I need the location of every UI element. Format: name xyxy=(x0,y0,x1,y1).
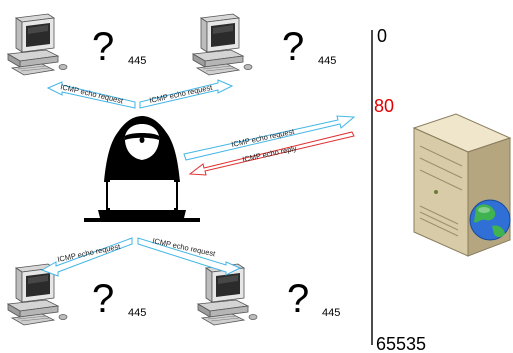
globe-icon xyxy=(469,199,511,241)
arrow-request-to-server xyxy=(183,115,356,161)
message-top-right: ICMP echo request xyxy=(149,83,214,105)
unknown-port-label: ? xyxy=(92,25,114,69)
unknown-port-label: ? xyxy=(282,25,304,69)
arrow-top-left xyxy=(46,81,136,109)
computer-icon xyxy=(7,13,68,76)
port-number: 445 xyxy=(322,307,340,319)
arrow-bottom-left xyxy=(40,237,133,277)
port-scale-max: 65535 xyxy=(376,334,426,353)
computer-icon xyxy=(192,13,253,76)
hacker-icon xyxy=(84,116,200,222)
port-scale-highlighted: 80 xyxy=(374,96,394,116)
port-number: 445 xyxy=(318,55,336,67)
port-scale-min: 0 xyxy=(377,26,387,46)
arrow-reply-from-server xyxy=(188,131,355,176)
arrow-top-right xyxy=(139,79,234,109)
message-from-server: ICMP echo reply xyxy=(242,144,298,164)
computer-bottom-left: ? 445 xyxy=(7,263,146,326)
arrow-bottom-right xyxy=(137,237,242,276)
port-number: 445 xyxy=(128,307,146,319)
port-number: 445 xyxy=(128,55,146,67)
unknown-port-label: ? xyxy=(92,277,114,321)
computer-bottom-right: ? 445 xyxy=(197,263,340,326)
computer-top-left: ? 445 xyxy=(7,13,146,76)
unknown-port-label: ? xyxy=(287,277,309,321)
computer-top-right: ? 445 xyxy=(192,13,336,76)
